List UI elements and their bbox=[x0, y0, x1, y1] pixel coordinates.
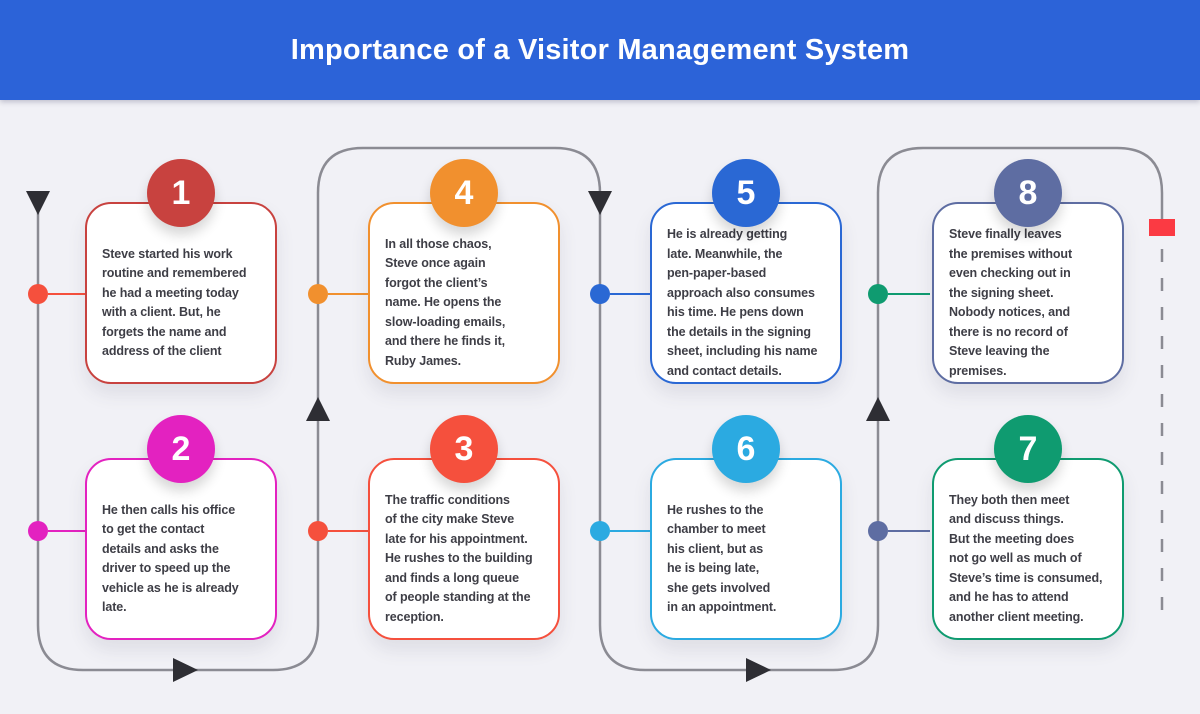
step-number-badge: 7 bbox=[994, 415, 1062, 483]
step-card-8: 8 Steve finally leaves the premises with… bbox=[932, 159, 1124, 384]
step-card-7: 7 They both then meet and discuss things… bbox=[932, 415, 1124, 640]
step-text: Steve finally leaves the premises withou… bbox=[949, 227, 1073, 378]
step-card-3: 3 The traffic conditions of the city mak… bbox=[368, 415, 560, 640]
step-text: Steve started his work routine and remem… bbox=[102, 246, 247, 359]
connector-dot bbox=[868, 521, 888, 541]
step-card-2: 2 He then calls his office to get the co… bbox=[85, 415, 277, 640]
step-number-badge: 2 bbox=[147, 415, 215, 483]
step-text: He is already getting late. Meanwhile, t… bbox=[667, 227, 818, 378]
step-text: He rushes to the chamber to meet his cli… bbox=[667, 502, 777, 615]
arrow-right-icon bbox=[746, 658, 771, 682]
connector-dot bbox=[868, 284, 888, 304]
step-number-badge: 5 bbox=[712, 159, 780, 227]
step-number-badge: 4 bbox=[430, 159, 498, 227]
arrow-right-icon bbox=[173, 658, 198, 682]
step-number-badge: 3 bbox=[430, 415, 498, 483]
step-card-4: 4 In all those chaos, Steve once again f… bbox=[368, 159, 560, 384]
connector-dot bbox=[28, 284, 48, 304]
step-card-1: 1 Steve started his work routine and rem… bbox=[85, 159, 277, 384]
connector-dot bbox=[28, 521, 48, 541]
step-card-6: 6 He rushes to the chamber to meet his c… bbox=[650, 415, 842, 640]
page-title: Importance of a Visitor Management Syste… bbox=[290, 33, 910, 66]
arrow-down-icon bbox=[588, 191, 612, 215]
connector-dot bbox=[590, 521, 610, 541]
step-text: They both then meet and discuss things. … bbox=[949, 492, 1103, 624]
connector-dot bbox=[590, 284, 610, 304]
connector-dot bbox=[308, 284, 328, 304]
step-number-badge: 6 bbox=[712, 415, 780, 483]
step-number-badge: 8 bbox=[994, 159, 1062, 227]
flow-line bbox=[36, 146, 1164, 672]
step-number-badge: 1 bbox=[147, 159, 215, 227]
arrow-down-icon bbox=[26, 191, 50, 215]
end-marker bbox=[1149, 219, 1175, 236]
connector-dot bbox=[308, 521, 328, 541]
step-text: In all those chaos, Steve once again for… bbox=[385, 236, 506, 368]
header-banner: Importance of a Visitor Management Syste… bbox=[0, 0, 1200, 100]
arrow-up-icon bbox=[866, 397, 890, 421]
arrow-up-icon bbox=[306, 397, 330, 421]
step-text: He then calls his office to get the cont… bbox=[102, 502, 239, 615]
step-text: The traffic conditions of the city make … bbox=[385, 492, 533, 624]
step-card-5: 5 He is already getting late. Meanwhile,… bbox=[650, 159, 842, 384]
